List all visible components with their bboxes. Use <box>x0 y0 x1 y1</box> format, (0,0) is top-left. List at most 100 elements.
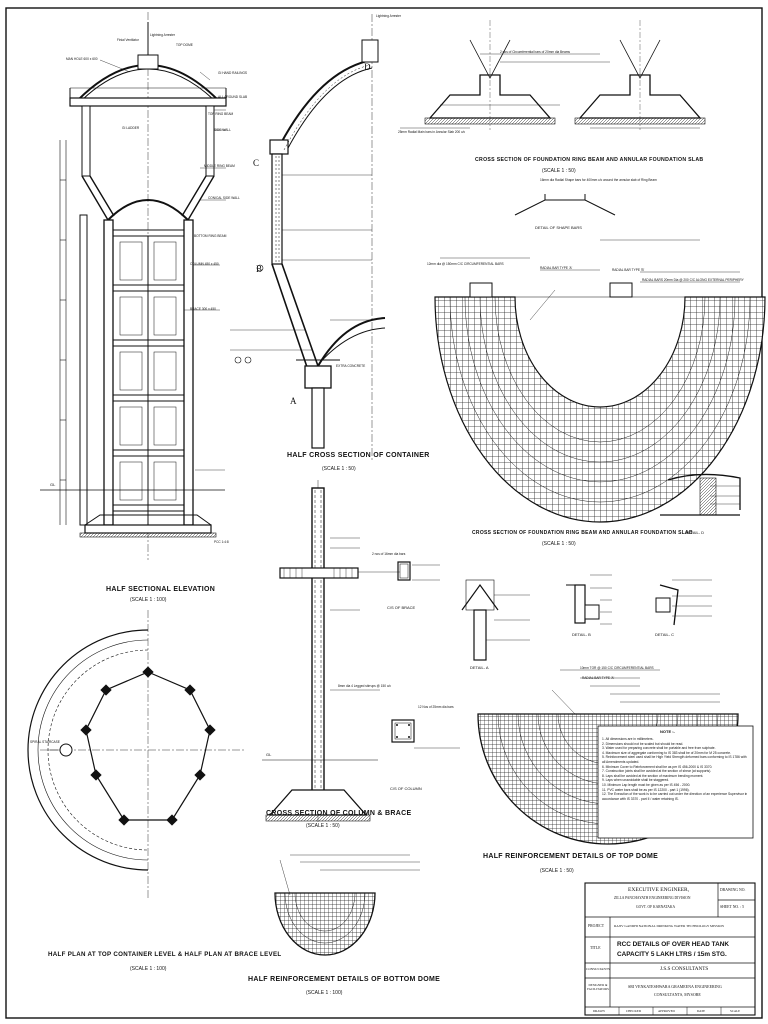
notes-heading: NOTE :- <box>660 729 675 734</box>
elev-walkslab: ALL AROUND SLAB <box>218 95 248 99</box>
tb-designer-label: DESIGNER & FACILITATORS <box>587 983 609 992</box>
container-label-c: C <box>253 158 260 168</box>
radial-a: RADIAL BAR TYPE 'A' <box>540 266 573 270</box>
tb-consultants-value: J.S.S CONSULTANTS <box>660 966 709 972</box>
half-plan-title: HALF PLAN AT TOP CONTAINER LEVEL & HALF … <box>48 951 282 958</box>
tb-bottom-date: DATE <box>697 1009 706 1013</box>
elev-gi-railing: GI HAND RAILINGS <box>218 71 248 75</box>
container-label-b: B <box>256 264 263 274</box>
column-stirrup: 8mm dia 4 Legged stirrups @ 150 c/c <box>338 684 392 688</box>
detail-b-title: DETAIL- B <box>572 632 591 637</box>
tb-consultants-label: CONSULTANTS <box>586 967 610 971</box>
note-item: 6. Minimum Cover to Reinforcement shall … <box>602 764 713 769</box>
notes-box <box>597 725 754 839</box>
title-block <box>584 882 756 1016</box>
tb-title-line2: CAPACITY 5 LAKH LTRS / 15m STG. <box>617 951 727 958</box>
container-scale: (SCALE 1 : 50) <box>322 466 356 472</box>
elev-sidewall: SIDE WALL <box>214 128 231 132</box>
top-dome-title: HALF REINFORCEMENT DETAILS OF TOP DOME <box>483 853 659 860</box>
tb-bottom-approved: APPROVED <box>658 1009 675 1013</box>
tb-bottom-scale: SCALE <box>730 1009 741 1013</box>
notes-list: 1. All dimensions are in millimeters. 2.… <box>602 737 750 801</box>
dome-radial: RADIAL BAR TYPE 'A' <box>582 676 615 680</box>
ring-main: 25mm Radial Main bars in Annular Slab 20… <box>398 130 466 134</box>
column-brace-scale: (SCALE 1 : 50) <box>306 823 340 829</box>
note-item: 11. PVC water bars shall be as per IS 12… <box>602 787 690 792</box>
elev-manhole: MAN HOLE 600 x 600 <box>66 57 98 61</box>
elev-topdome: TOP DOME <box>176 43 193 47</box>
elev-midring: MIDDLE RING BEAM <box>204 164 235 168</box>
column-brace-title: CROSS SECTION OF COLUMN & BRACE <box>266 810 412 817</box>
ring-beam-sections <box>400 20 706 216</box>
detail-a <box>461 579 530 661</box>
note-item: 4. Maximum size of aggregate conforming … <box>602 750 732 755</box>
cs-column-title: C/S OF COLUMN <box>390 786 422 791</box>
tb-title-line1: RCC DETAILS OF OVER HEAD TANK <box>617 941 729 948</box>
foundation-annular-plan <box>434 239 766 523</box>
elev-conical: CONICAL SIDE WALL <box>208 196 240 200</box>
note-item: 5. Reinforcement steel used shall be Hig… <box>602 755 747 764</box>
elev-brace: BRACE 300 x 450 <box>190 307 216 311</box>
container-extra: EXTRA CONCRETE <box>336 364 366 368</box>
container-lightning: Lightning Arrester <box>376 14 401 18</box>
elev-ladder: GI LADDER <box>122 126 140 130</box>
brace-main: 2 nos of 16mm dia bars <box>372 552 406 556</box>
note-item: 3. Water used for preparing concrete sha… <box>602 746 716 751</box>
note-item: 9. Laps when unavoidable shall be stagge… <box>602 778 670 783</box>
container-label-d: D <box>364 62 371 72</box>
ringbeam-plan-title: CROSS SECTION OF FOUNDATION RING BEAM AN… <box>472 530 693 536</box>
elevation-scale: (SCALE 1 : 100) <box>130 597 167 603</box>
container-cross-section <box>230 14 386 460</box>
tb-project-value: RAJIV GANDHI NATIONAL DRINKING WATER TEC… <box>614 924 724 928</box>
half-sectional-elevation <box>40 12 227 560</box>
tb-bottom-checked: CHECKED <box>626 1009 642 1013</box>
column-bars: 12 Nos of 25mm dia bars <box>418 705 454 709</box>
note-item: 12. The Execution of the work is to be c… <box>602 792 748 801</box>
elev-topring: TOP RING BEAM <box>208 112 234 116</box>
container-label-a: A <box>290 396 297 406</box>
elev-gl: GL <box>50 482 56 487</box>
ringbeam-top-scale: (SCALE 1 : 50) <box>542 168 576 174</box>
ringbeam-top-title: CROSS SECTION OF FOUNDATION RING BEAM AN… <box>475 157 704 163</box>
elev-bottomring: BOTTOM RING BEAM <box>194 234 227 238</box>
half-plan <box>27 610 246 900</box>
note-item: 1. All dimensions are in millimeters. <box>602 737 654 741</box>
container-title: HALF CROSS SECTION OF CONTAINER <box>287 452 430 459</box>
dome-circ: 10mm TOR @ 150 C/C CIRCUMFERENTIAL BARS <box>580 666 654 670</box>
circ-note: 12mm dia @ 150mm C/C CIRCUMFERENTIAL BAR… <box>427 262 504 266</box>
elev-column: COLUMN 450 x 450 <box>190 262 219 266</box>
radial-c: RADIAL BARS 20mm Dia @ 200 C/C ALONG EXT… <box>642 278 744 282</box>
radial-b: RADIAL BAR TYPE 'B' <box>612 268 645 272</box>
tb-title-label: TITLE <box>590 946 601 950</box>
half-plan-scale: (SCALE 1 : 100) <box>130 966 167 972</box>
shape-note: 16mm dia Radial Shape bars for 400mm c/c… <box>540 178 657 182</box>
elevation-title: HALF SECTIONAL ELEVATION <box>106 586 216 593</box>
tb-authority-2: ZILLA PANCHAYATH ENGINEERING DIVISION <box>614 896 691 900</box>
tb-authority-3: GOVT. OF KARNATAKA <box>636 905 676 909</box>
detail-c-title: DETAIL- C <box>655 632 675 637</box>
detail-d <box>660 473 741 516</box>
elev-lightning: Lightning Arrester <box>150 33 175 37</box>
tb-authority-1: EXECUTIVE ENGINEER, <box>628 887 690 893</box>
detail-c <box>655 579 712 626</box>
detail-a-title: DETAIL- A <box>470 665 489 670</box>
tb-sheet: SHEET NO. : 5 <box>720 905 744 909</box>
ring-spacer: 2 nos of Circumferential bars of 20mm di… <box>500 50 570 54</box>
note-item: 10. Minimum Lap length must be given as … <box>602 782 691 787</box>
spiral-staircase: SPIRAL STAIRCASE <box>30 740 60 744</box>
column-brace-section <box>262 480 460 822</box>
detail-d-title: DETAIL- D <box>685 530 705 535</box>
ringbeam-plan-scale: (SCALE 1 : 50) <box>542 541 576 547</box>
bottom-dome-scale: (SCALE 1 : 100) <box>306 990 343 996</box>
tb-designer-2: CONSULTANTS, MYSORE <box>654 992 701 997</box>
note-item: 7. Construction joints shall be avoided … <box>602 769 712 774</box>
top-dome-scale: (SCALE 1 : 50) <box>540 868 574 874</box>
shape-bars-title: DETAIL OF SHAPE BARS <box>535 225 582 230</box>
note-item: 2. Dimensions should not be scaled but s… <box>602 741 684 746</box>
tb-designer-1: SRI VENKATESHWARA GRAMEENA ENGINEERING <box>628 984 722 989</box>
detail-b <box>566 574 612 625</box>
tb-project-label: PROJECT <box>588 924 605 928</box>
cs-brace-title: C/S OF BRACE <box>387 605 416 610</box>
column-gl: GL <box>266 752 272 757</box>
